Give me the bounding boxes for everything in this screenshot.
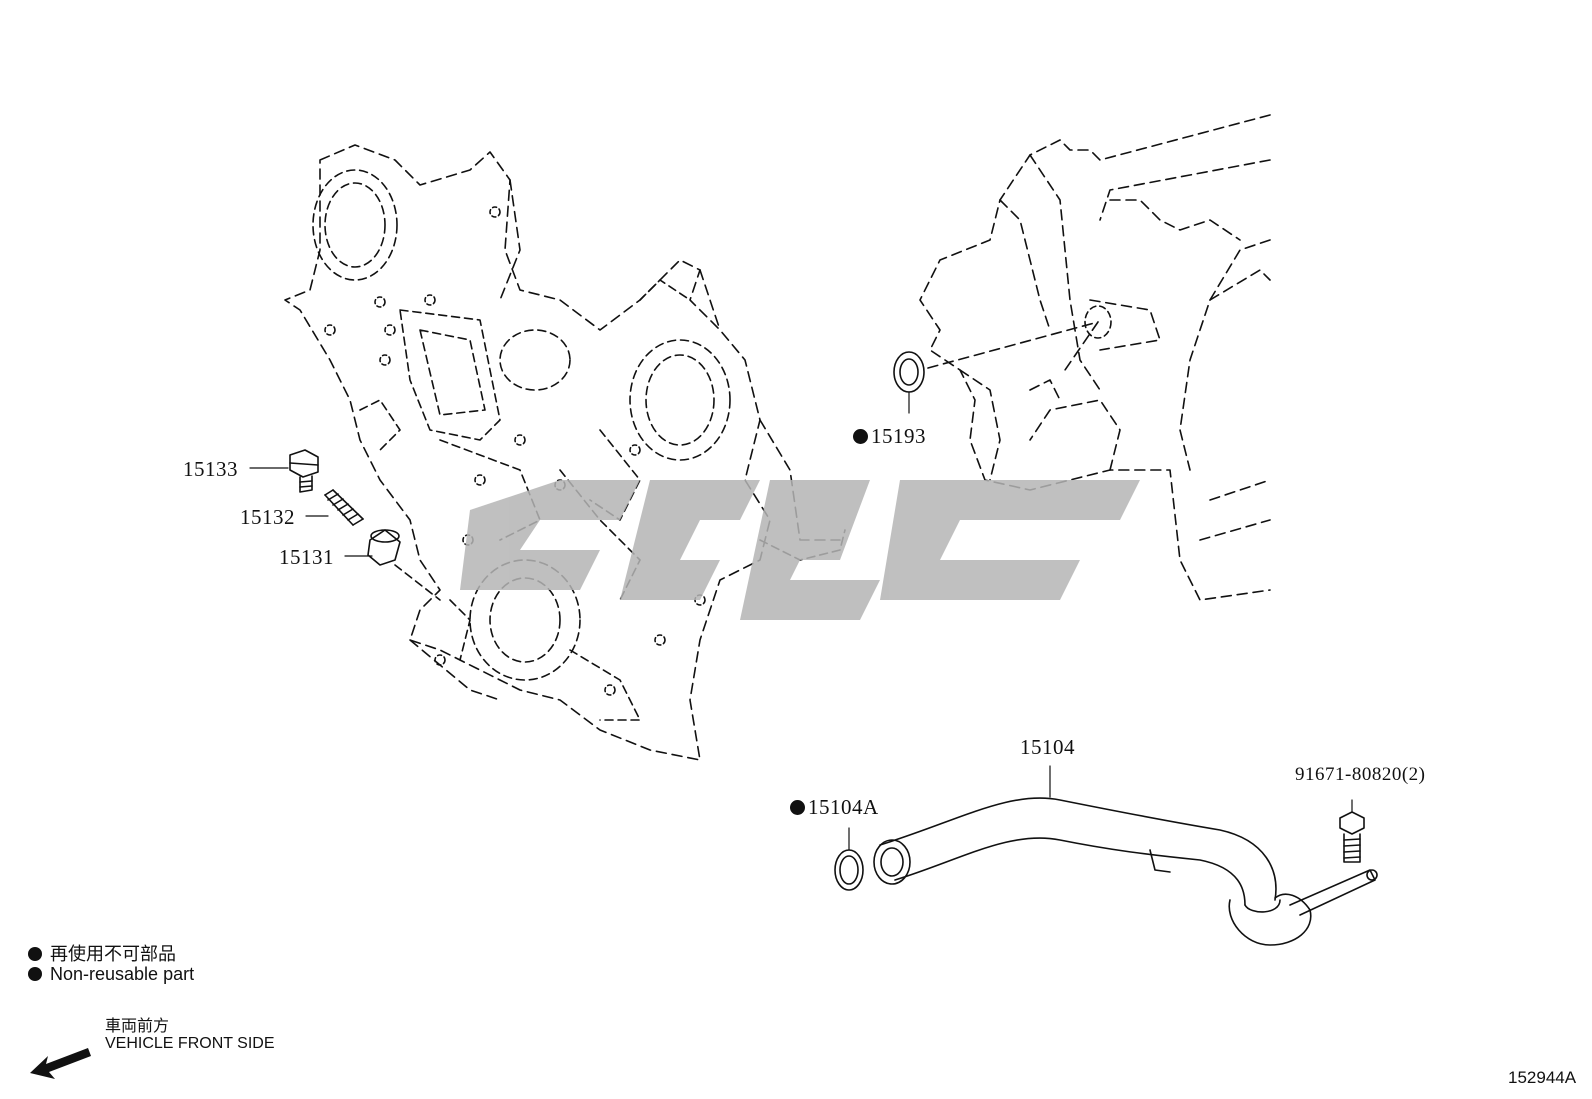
valve-leader-dashed <box>394 564 441 601</box>
part-label-91671: 91671-80820(2) <box>1295 764 1426 785</box>
part-number: 15193 <box>871 424 926 448</box>
oring-15193-icon <box>893 351 925 393</box>
timing-cover-outline <box>284 144 841 761</box>
relief-valve-15131-icon <box>367 529 401 566</box>
vehicle-front-arrow-icon <box>30 1048 91 1079</box>
diagram-id: 152944A <box>1508 1068 1577 1087</box>
part-label-15104: 15104 <box>1020 735 1075 759</box>
watermark-logo <box>460 480 1140 620</box>
part-label-15104a: 15104A <box>790 795 879 820</box>
timing-cover-details <box>312 169 846 721</box>
part-label-15131: 15131 <box>279 545 334 569</box>
vehicle-front-label-en: VEHICLE FRONT SIDE <box>105 1035 275 1052</box>
non-reusable-dot-icon <box>790 800 805 815</box>
seal-15193-leader-dashed <box>927 321 1099 371</box>
legend-non-reusable-en: Non-reusable part <box>28 964 194 985</box>
legend-text: Non-reusable part <box>50 964 195 984</box>
vehicle-front-label-jp: 車両前方 <box>105 1018 170 1035</box>
part-label-15193: 15193 <box>853 424 926 449</box>
plug-15133-icon <box>289 449 319 493</box>
non-reusable-dot-icon <box>28 967 42 981</box>
legend-text: 再使用不可部品 <box>50 944 176 964</box>
bolt-91671-icon <box>1339 811 1365 863</box>
cylinder-block-outline <box>919 114 1271 601</box>
part-label-15132: 15132 <box>240 505 295 529</box>
oring-15104a-icon <box>834 849 864 891</box>
oil-strainer-15104-icon <box>873 797 1378 946</box>
non-reusable-dot-icon <box>853 429 868 444</box>
legend-non-reusable-jp: 再使用不可部品 <box>28 940 176 966</box>
spring-15132-icon <box>324 489 364 526</box>
non-reusable-dot-icon <box>28 947 42 961</box>
timing-cover-bolt-holes <box>324 206 706 696</box>
part-label-15133: 15133 <box>183 457 238 481</box>
block-oil-port <box>1084 305 1112 339</box>
part-number: 15104A <box>808 795 879 819</box>
leader-lines <box>249 391 1353 851</box>
